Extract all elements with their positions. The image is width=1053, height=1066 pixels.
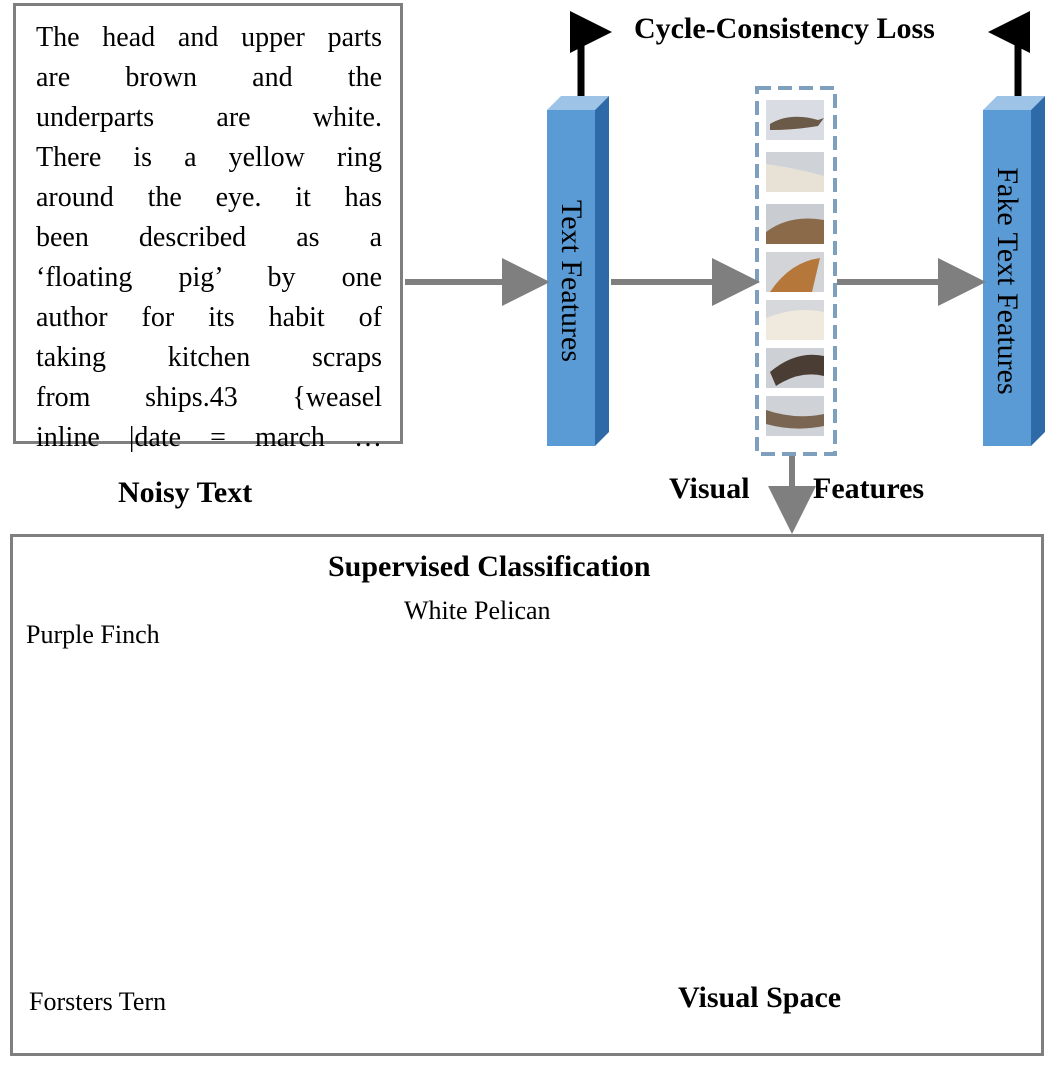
noisy-text-line: from ships.43 {weasel [36,382,382,413]
noisy-text-label: Noisy Text [118,476,253,509]
class-label-purple-finch: Purple Finch [26,620,160,649]
cycle-consistency-loss-label: Cycle-Consistency Loss [634,12,935,45]
noisy-text-line: author for its habit of [36,302,382,333]
noisy-text-line: taking kitchen scraps [36,342,382,373]
cycle-arrow-right [988,11,1030,96]
supervised-classification-panel [10,534,1044,1056]
class-label-white-pelican: White Pelican [404,596,551,625]
fake-text-features-label: Fake Text Features [991,167,1024,395]
noisy-text-line: ‘floating pig’ by one [36,262,382,293]
fake-text-features-block [983,96,1045,446]
noisy-text-line: are brown and the [36,62,382,93]
supervised-classification-title: Supervised Classification [328,550,651,583]
visual-label: Visual [669,472,750,505]
noisy-text-box: The head and upper parts are brown and th… [13,3,403,453]
visual-feature-patches [755,86,837,456]
noisy-text-line: underparts are white. [36,102,382,133]
visual-space-label: Visual Space [678,981,842,1014]
noisy-text-line: inline |date = march … [36,422,382,453]
text-features-block [547,96,609,446]
noisy-text-line: around the eye. it has [36,182,382,213]
class-label-forsters-tern: Forsters Tern [29,987,167,1016]
noisy-text-content: The head and upper parts are brown and th… [36,18,382,458]
noisy-text-line: There is a yellow ring [36,142,382,173]
text-features-label: Text Features [555,199,588,362]
cycle-arrow-left [570,11,612,96]
features-label: Features [813,472,925,505]
noisy-text-line: The head and upper parts [36,22,382,53]
noisy-text-line: been described as a [36,222,382,253]
